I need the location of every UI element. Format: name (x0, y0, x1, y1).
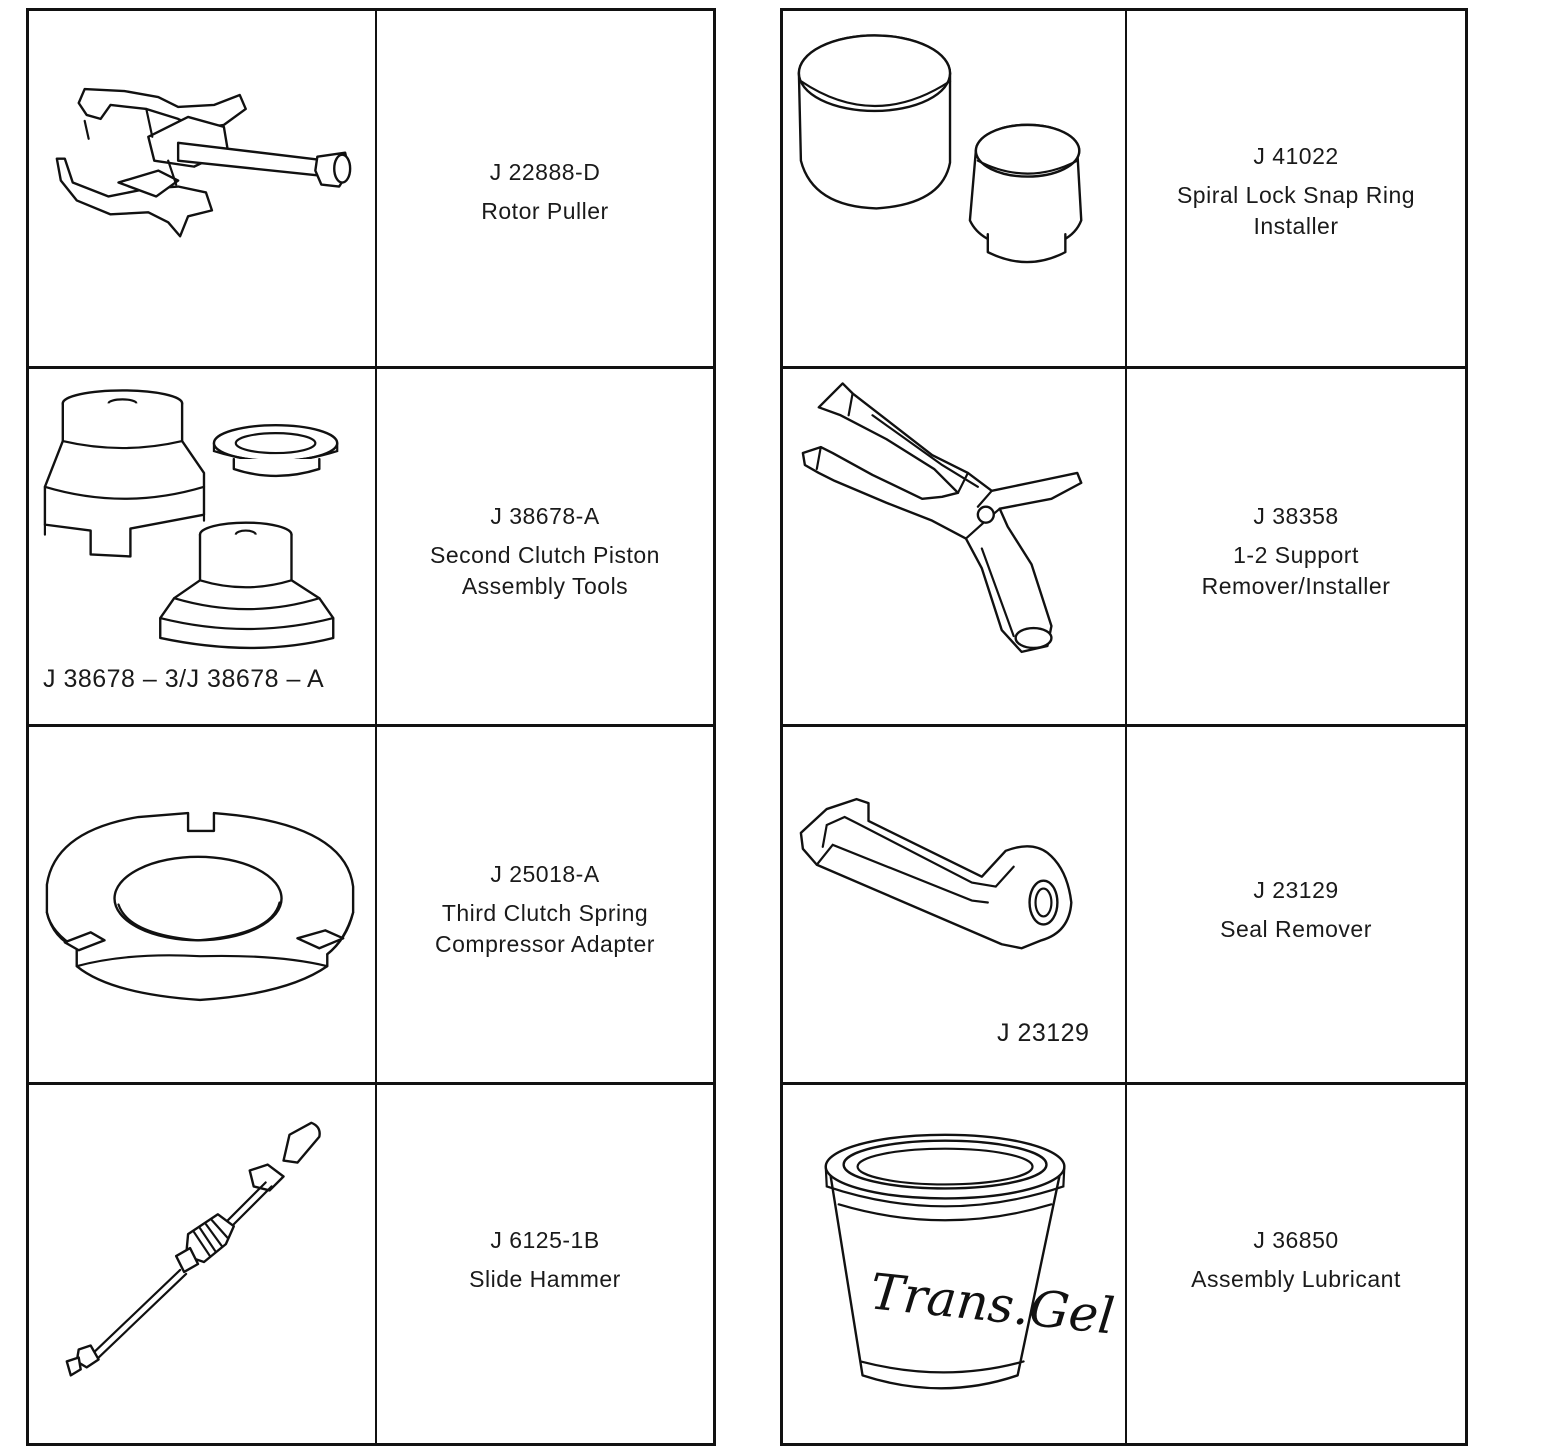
tool-table-right: J 41022 Spiral Lock Snap Ring Installer … (780, 8, 1468, 1446)
tool-description-cell: J 23129 Seal Remover (1127, 727, 1465, 1085)
tool-illustration-cell (29, 727, 377, 1085)
tool-description-cell: J 41022 Spiral Lock Snap Ring Installer (1127, 11, 1465, 369)
tool-name: Assembly Lubricant (1191, 1266, 1401, 1292)
slide-hammer-icon (29, 1085, 375, 1443)
tool-name: Seal Remover (1220, 916, 1372, 942)
tool-part-number: J 41022 (1253, 143, 1339, 169)
tool-part-number: J 23129 (1253, 877, 1339, 903)
piston-tools-icon (29, 369, 375, 724)
tool-description-cell: J 25018-A Third Clutch Spring Compressor… (377, 727, 713, 1085)
tool-name: 1-2 Support Remover/Installer (1201, 542, 1391, 599)
tool-illustration-cell: Trans.Gel (783, 1085, 1127, 1443)
tool-description-cell: J 38678-A Second Clutch Piston Assembly … (377, 369, 713, 727)
tool-name: Spiral Lock Snap Ring Installer (1176, 182, 1416, 239)
tool-caption: J 23129 (997, 1019, 1090, 1047)
tool-illustration-cell (29, 1085, 377, 1443)
tool-part-number: J 38358 (1253, 503, 1339, 529)
spring-adapter-icon (29, 727, 375, 1082)
tool-illustration-cell (29, 11, 377, 369)
support-remover-icon (783, 369, 1125, 724)
tool-name: Third Clutch Spring Compressor Adapter (435, 900, 655, 957)
tool-name: Slide Hammer (469, 1266, 621, 1292)
snap-ring-installer-icon (783, 11, 1125, 366)
tool-part-number: J 25018-A (490, 861, 600, 887)
tool-illustration-cell: J 23129 (783, 727, 1127, 1085)
tool-description-cell: J 38358 1-2 Support Remover/Installer (1127, 369, 1465, 727)
tool-name: Rotor Puller (481, 198, 609, 224)
tool-caption: J 38678 – 3/J 38678 – A (43, 665, 325, 693)
tool-table-left: J 22888-D Rotor Puller (26, 8, 716, 1446)
tool-description-cell: J 36850 Assembly Lubricant (1127, 1085, 1465, 1443)
seal-remover-icon (783, 727, 1125, 1082)
tool-part-number: J 22888-D (489, 159, 601, 185)
tool-part-number: J 6125-1B (490, 1227, 600, 1253)
tool-description-cell: J 22888-D Rotor Puller (377, 11, 713, 369)
tool-illustration-cell: J 38678 – 3/J 38678 – A (29, 369, 377, 727)
tool-part-number: J 38678-A (490, 503, 600, 529)
tool-part-number: J 36850 (1253, 1227, 1339, 1253)
tool-illustration-cell (783, 11, 1127, 369)
tool-description-cell: J 6125-1B Slide Hammer (377, 1085, 713, 1443)
tool-name: Second Clutch Piston Assembly Tools (430, 542, 660, 599)
rotor-puller-icon (29, 11, 375, 366)
lubricant-tub-icon: Trans.Gel (783, 1085, 1125, 1443)
tool-illustration-cell (783, 369, 1127, 727)
